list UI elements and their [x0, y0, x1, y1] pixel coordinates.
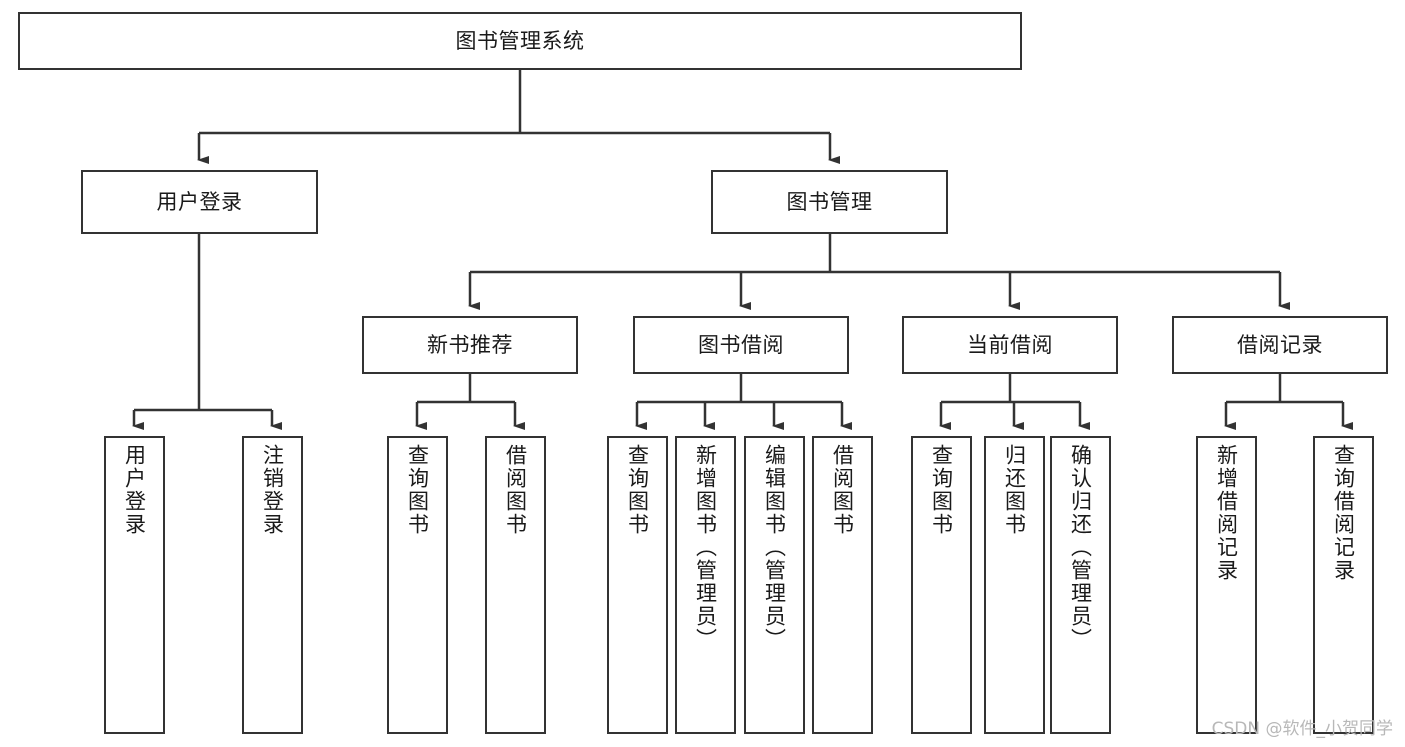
node-leaf-borrow-book-label: 借阅图书	[830, 444, 855, 536]
node-borrow-record[interactable]: 借阅记录	[1172, 316, 1388, 374]
node-new-book-rec-label: 新书推荐	[427, 332, 513, 357]
node-book-manage-label: 图书管理	[786, 189, 873, 214]
node-book-borrow[interactable]: 图书借阅	[633, 316, 849, 374]
node-leaf-return-book[interactable]: 归还图书	[984, 436, 1045, 734]
node-root[interactable]: 图书管理系统	[18, 12, 1022, 70]
node-leaf-edit-book-label: 编辑图书（管理员）	[762, 444, 787, 651]
node-leaf-borrow-book-rec[interactable]: 借阅图书	[485, 436, 546, 734]
node-new-book-rec[interactable]: 新书推荐	[362, 316, 578, 374]
node-leaf-borrow-book[interactable]: 借阅图书	[812, 436, 873, 734]
node-leaf-query-book-cur-label: 查询图书	[929, 444, 954, 536]
node-book-borrow-label: 图书借阅	[698, 332, 784, 357]
node-book-manage[interactable]: 图书管理	[711, 170, 948, 234]
node-borrow-record-label: 借阅记录	[1237, 332, 1323, 357]
node-leaf-user-login-label: 用户登录	[122, 444, 147, 536]
node-leaf-edit-book[interactable]: 编辑图书（管理员）	[744, 436, 805, 734]
node-leaf-borrow-book-rec-label: 借阅图书	[503, 444, 528, 536]
node-leaf-query-book-cur[interactable]: 查询图书	[911, 436, 972, 734]
node-leaf-user-logout-label: 注销登录	[260, 444, 285, 536]
node-root-label: 图书管理系统	[455, 28, 585, 53]
node-user-login[interactable]: 用户登录	[81, 170, 318, 234]
node-current-borrow-label: 当前借阅	[967, 332, 1053, 357]
node-leaf-query-book-borrow-label: 查询图书	[625, 444, 650, 536]
node-leaf-query-record[interactable]: 查询借阅记录	[1313, 436, 1374, 734]
node-leaf-query-book-borrow[interactable]: 查询图书	[607, 436, 668, 734]
node-current-borrow[interactable]: 当前借阅	[902, 316, 1118, 374]
node-leaf-add-record[interactable]: 新增借阅记录	[1196, 436, 1257, 734]
node-leaf-add-book[interactable]: 新增图书（管理员）	[675, 436, 736, 734]
node-leaf-query-book-rec-label: 查询图书	[405, 444, 430, 536]
node-leaf-query-record-label: 查询借阅记录	[1331, 444, 1356, 582]
node-leaf-confirm-return-label: 确认归还（管理员）	[1068, 444, 1093, 651]
node-leaf-confirm-return[interactable]: 确认归还（管理员）	[1050, 436, 1111, 734]
node-leaf-query-book-rec[interactable]: 查询图书	[387, 436, 448, 734]
watermark: CSDN @软件_小贺同学	[1211, 719, 1393, 739]
node-leaf-add-record-label: 新增借阅记录	[1214, 444, 1239, 582]
node-leaf-user-login[interactable]: 用户登录	[104, 436, 165, 734]
node-user-login-label: 用户登录	[156, 189, 243, 214]
node-leaf-user-logout[interactable]: 注销登录	[242, 436, 303, 734]
node-leaf-add-book-label: 新增图书（管理员）	[693, 444, 718, 651]
node-leaf-return-book-label: 归还图书	[1002, 444, 1027, 536]
